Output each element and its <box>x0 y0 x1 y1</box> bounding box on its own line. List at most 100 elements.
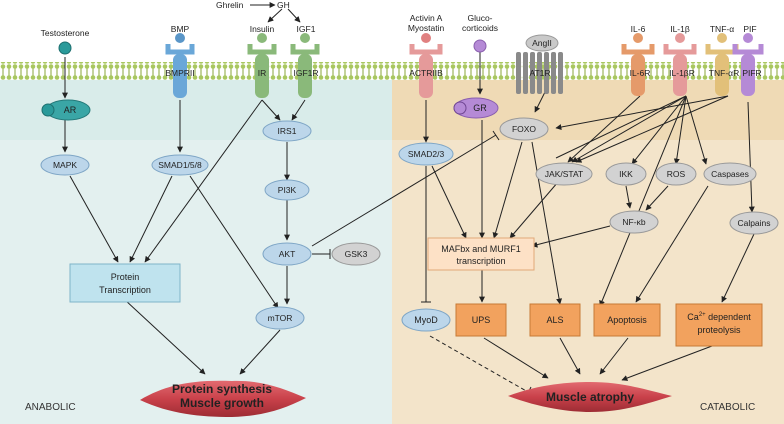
apoptosis-label: Apoptosis <box>607 315 647 325</box>
smad23-label: SMAD2/3 <box>408 149 445 159</box>
ros-node <box>655 162 697 186</box>
gsk3-node <box>331 242 381 266</box>
pif-molecule <box>743 33 753 43</box>
mafbx-label-2: transcription <box>456 256 505 266</box>
gluco-label-2: corticoids <box>462 23 498 33</box>
gr-label: GR <box>473 103 487 113</box>
pifr-receptor <box>732 44 764 96</box>
connectors <box>62 2 755 381</box>
actriib-receptor <box>409 44 443 98</box>
insulin-molecule <box>257 33 267 43</box>
gh-label: GH <box>277 0 290 10</box>
actriib-label: ACTRIIB <box>409 68 443 78</box>
als-label: ALS <box>546 315 563 325</box>
angii-label: AngII <box>532 38 552 48</box>
bmp-label: BMP <box>171 24 190 34</box>
foxo-node <box>499 117 549 141</box>
mapk-label: MAPK <box>53 160 77 170</box>
gluco-label-1: Gluco- <box>467 13 492 23</box>
bmprii-receptor <box>165 44 195 98</box>
ca-label-2: proteolysis <box>697 325 741 335</box>
muscle-growth-shape <box>140 380 306 417</box>
irs1-label: IRS1 <box>278 126 297 136</box>
il1b-label: IL-1β <box>670 24 690 34</box>
myod-inhibition-dashed <box>429 335 529 393</box>
igf1r-label: IGF1R <box>293 68 318 78</box>
caspases-node <box>703 162 757 186</box>
mapk-node <box>40 154 90 176</box>
ikk-node <box>605 162 647 186</box>
il6-molecule <box>633 33 643 43</box>
synthesis-label-2: Muscle growth <box>180 396 264 410</box>
mtor-node <box>255 306 305 330</box>
tnfar-label: TNF-αR <box>709 68 739 78</box>
protein-transcription-label-2: Transcription <box>99 285 151 295</box>
ar-node <box>41 99 91 121</box>
ups-box <box>455 303 507 337</box>
ca-proteolysis-box <box>675 303 763 347</box>
als-box <box>529 303 581 337</box>
ar-label: AR <box>64 105 77 115</box>
pif-label: PIF <box>743 24 756 34</box>
ikk-label: IKK <box>619 169 633 179</box>
angii-node <box>525 34 559 52</box>
at1r-receptor <box>516 52 563 94</box>
pifr-label: PIFR <box>742 68 761 78</box>
testosterone-molecule <box>58 41 72 55</box>
jakstat-label: JAK/STAT <box>545 169 583 179</box>
igf1-label: IGF1 <box>297 24 316 34</box>
foxo-label: FOXO <box>512 124 536 134</box>
igf1r-receptor <box>290 44 320 98</box>
bmprii-label: BMPRII <box>165 68 194 78</box>
anabolic-label: ANABOLIC <box>25 402 76 413</box>
glucocorticoid-molecule <box>473 39 487 53</box>
muscle-atrophy-shape <box>508 382 672 412</box>
akt-label: AKT <box>279 249 296 259</box>
gsk3-label: GSK3 <box>345 249 368 259</box>
ir-label: IR <box>258 68 267 78</box>
synthesis-label-1: Protein synthesis <box>172 382 272 396</box>
at1r-label: AT1R <box>529 68 550 78</box>
pi3k-node <box>264 179 310 201</box>
ros-label: ROS <box>667 169 686 179</box>
myod-node <box>401 308 451 332</box>
cell-membrane <box>0 62 784 80</box>
ca-label-1: Ca2+ dependent <box>687 312 751 322</box>
ups-label: UPS <box>472 315 491 325</box>
atrophy-label: Muscle atrophy <box>546 390 634 404</box>
apoptosis-box <box>593 303 661 337</box>
calpains-node <box>729 211 779 235</box>
myostatin-label: Myostatin <box>408 23 445 33</box>
il6r-label: IL-6R <box>630 68 651 78</box>
smad23-node <box>398 142 454 166</box>
il1br-receptor <box>663 44 697 96</box>
calpains-label: Calpains <box>737 218 770 228</box>
myod-label: MyoD <box>414 315 438 325</box>
akt-node <box>262 242 312 266</box>
irs1-node <box>262 120 312 142</box>
gr-node <box>453 97 499 119</box>
protein-transcription-box <box>69 263 181 303</box>
smad158-node <box>151 154 209 176</box>
smad158-label: SMAD1/5/8 <box>158 160 202 170</box>
protein-transcription-label-1: Protein <box>111 272 140 282</box>
igf1-molecule <box>300 33 310 43</box>
activin-label: Activin A <box>410 13 443 23</box>
catabolic-label: CATABOLIC <box>700 402 755 413</box>
bmp-molecule <box>175 33 185 43</box>
caspases-label: Caspases <box>711 169 749 179</box>
tnfa-label: TNF-α <box>710 24 734 34</box>
mafbx-murf1-box <box>427 237 535 271</box>
il6-label: IL-6 <box>631 24 646 34</box>
mtor-label: mTOR <box>268 313 293 323</box>
pi3k-label: PI3K <box>278 185 297 195</box>
ir-receptor <box>247 44 277 98</box>
il1br-label: IL-1βR <box>669 68 695 78</box>
ghrelin-label: Ghrelin <box>216 0 244 10</box>
activin-molecule <box>421 33 431 43</box>
il1b-molecule <box>675 33 685 43</box>
mafbx-label-1: MAFbx and MURF1 <box>441 244 521 254</box>
testosterone-label: Testosterone <box>41 28 90 38</box>
